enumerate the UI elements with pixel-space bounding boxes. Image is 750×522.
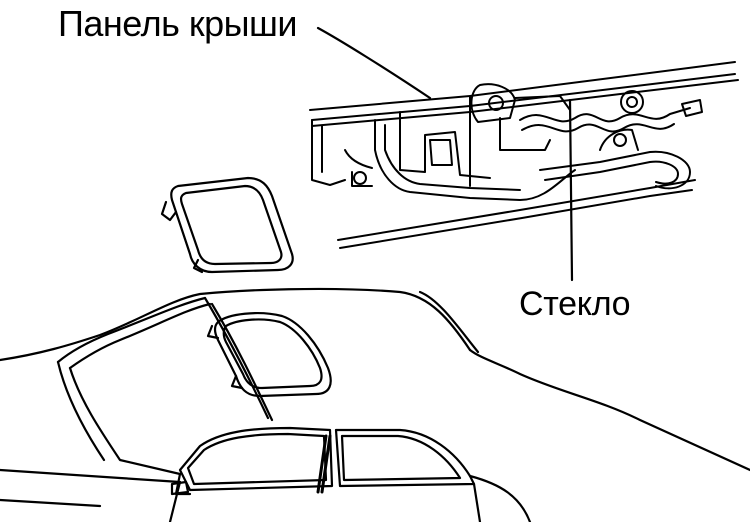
- sunroof-mechanism: [309, 26, 739, 282]
- glass-panel: [160, 176, 294, 274]
- car-body: [0, 287, 750, 522]
- glass-label: Стекло: [519, 285, 631, 323]
- roof-panel-label: Панель крыши: [58, 3, 298, 44]
